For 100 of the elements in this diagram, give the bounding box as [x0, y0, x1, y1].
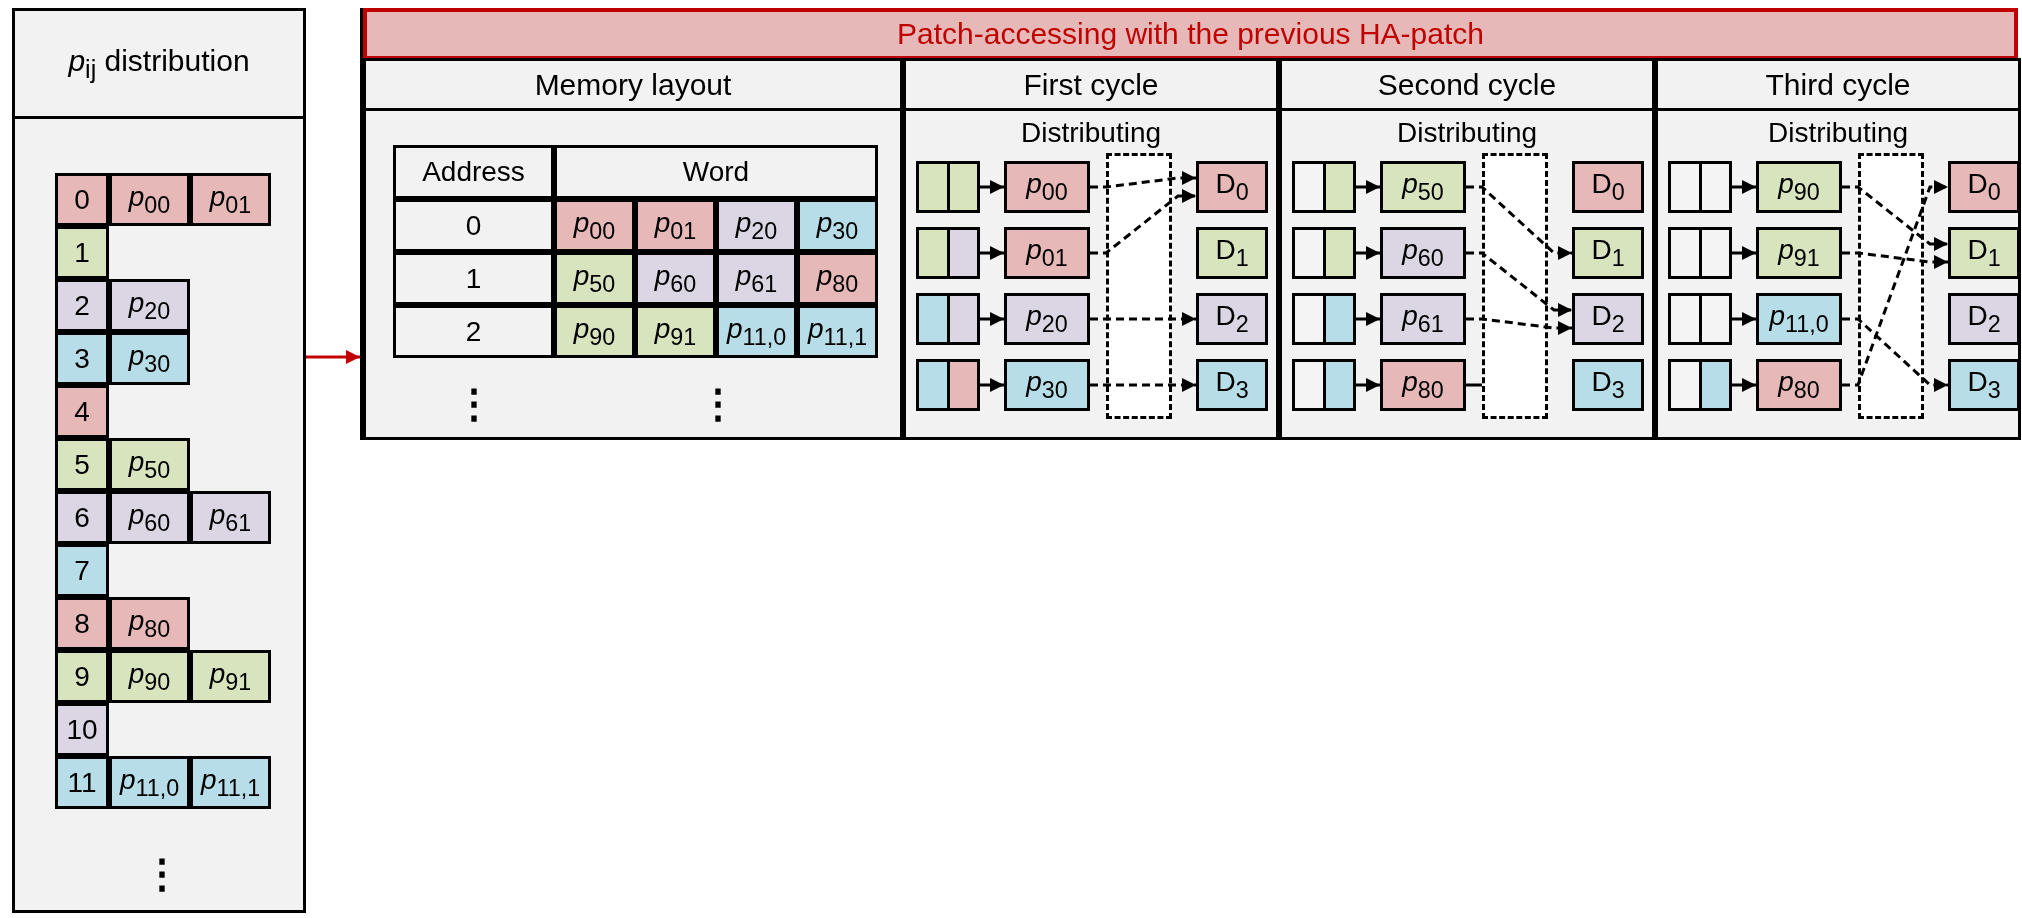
buffer-box — [1292, 359, 1356, 411]
table-cell: p$_{90}$ — [109, 650, 190, 703]
buffer-box — [1668, 161, 1732, 213]
arrow — [1356, 180, 1380, 194]
arrow — [1356, 246, 1380, 260]
arrow — [1466, 185, 1572, 260]
table-cell: p$_{01}$ — [635, 199, 716, 252]
table-cell: 6 — [55, 491, 109, 544]
buffer-box — [916, 293, 980, 345]
data-box: p$_{01}$ — [1004, 227, 1090, 279]
table-cell: p$_{90}$ — [554, 305, 635, 358]
destination-box: D$_{3}$ — [1572, 359, 1644, 411]
table-cell: 4 — [55, 385, 109, 438]
table-cell: p$_{01}$ — [190, 173, 271, 226]
buffer-box — [1292, 293, 1356, 345]
table-cell: p$_{60}$ — [635, 252, 716, 305]
column-header: Second cycle — [1282, 61, 1652, 111]
ellipsis: ⋮ — [697, 380, 739, 427]
table-cell: 8 — [55, 597, 109, 650]
arrow — [1842, 180, 1948, 387]
data-box: p$_{61}$ — [1380, 293, 1466, 345]
table-cell: 0 — [55, 173, 109, 226]
table-cell: p$_{30}$ — [109, 332, 190, 385]
group-frame — [360, 8, 2018, 440]
table-header: Address — [393, 145, 554, 199]
arrow — [1090, 189, 1196, 255]
section-label: Distributing — [1395, 116, 1539, 150]
destination-box: D$_{2}$ — [1196, 293, 1268, 345]
table-cell: p$_{00}$ — [109, 173, 190, 226]
table-cell: p$_{91}$ — [635, 305, 716, 358]
table-cell: p$_{11,0}$ — [716, 305, 797, 358]
arrow — [1356, 312, 1380, 326]
arrow — [1466, 317, 1572, 335]
arrow — [1842, 317, 1948, 392]
destination-box: D$_{1}$ — [1572, 227, 1644, 279]
destination-box: D$_{0}$ — [1572, 161, 1644, 213]
data-box: p$_{11,0}$ — [1756, 293, 1842, 345]
table-cell: p$_{00}$ — [554, 199, 635, 252]
destination-box: D$_{3}$ — [1948, 359, 2020, 411]
ellipsis: ⋮ — [141, 850, 183, 897]
table-cell: 1 — [55, 226, 109, 279]
data-box: p$_{30}$ — [1004, 359, 1090, 411]
ellipsis: ⋮ — [453, 380, 495, 427]
panel — [363, 58, 903, 440]
buffer-box — [1292, 227, 1356, 279]
destination-box: D$_{2}$ — [1572, 293, 1644, 345]
data-box: p$_{60}$ — [1380, 227, 1466, 279]
arrow — [1732, 180, 1756, 194]
arrow — [1732, 378, 1756, 392]
arrow — [1842, 251, 1948, 269]
data-box: p$_{80}$ — [1380, 359, 1466, 411]
table-cell: 3 — [55, 332, 109, 385]
table-cell: 7 — [55, 544, 109, 597]
data-box: p$_{90}$ — [1756, 161, 1842, 213]
table-cell: 11 — [55, 756, 109, 809]
table-cell: 2 — [55, 279, 109, 332]
table-header: Word — [554, 145, 878, 199]
panel — [1655, 58, 2021, 440]
column-header: First cycle — [906, 61, 1276, 111]
connector-line — [1466, 383, 1482, 387]
data-box: p$_{20}$ — [1004, 293, 1090, 345]
table-cell: p$_{61}$ — [716, 252, 797, 305]
data-box: p$_{91}$ — [1756, 227, 1842, 279]
table-cell: p$_{80}$ — [109, 597, 190, 650]
arrow — [1466, 251, 1572, 317]
destination-box: D$_{0}$ — [1948, 161, 2020, 213]
table-cell: p$_{11,1}$ — [190, 756, 271, 809]
section-label: Distributing — [1766, 116, 1910, 150]
table-cell: 2 — [393, 305, 554, 358]
destination-box: D$_{2}$ — [1948, 293, 2020, 345]
arrow — [1090, 312, 1196, 326]
table-cell: p$_{20}$ — [716, 199, 797, 252]
arrow — [980, 378, 1004, 392]
table-cell: p$_{30}$ — [797, 199, 878, 252]
table-cell: p$_{50}$ — [109, 438, 190, 491]
data-box: p$_{00}$ — [1004, 161, 1090, 213]
panel — [903, 58, 1279, 440]
buffer-box — [916, 227, 980, 279]
data-box: p$_{80}$ — [1756, 359, 1842, 411]
table-cell: p$_{60}$ — [109, 491, 190, 544]
table-cell: 0 — [393, 199, 554, 252]
arrow — [980, 180, 1004, 194]
buffer-box — [1668, 227, 1732, 279]
table-cell: p$_{80}$ — [797, 252, 878, 305]
destination-box: D$_{1}$ — [1948, 227, 2020, 279]
arrow — [1732, 312, 1756, 326]
panel — [12, 8, 306, 913]
table-cell: 1 — [393, 252, 554, 305]
arrow — [1356, 378, 1380, 392]
table-cell: p$_{11,0}$ — [109, 756, 190, 809]
arrow — [980, 312, 1004, 326]
arrow — [980, 246, 1004, 260]
data-box: p$_{50}$ — [1380, 161, 1466, 213]
destination-box: D$_{3}$ — [1196, 359, 1268, 411]
section-label: Distributing — [1019, 116, 1163, 150]
buffer-box — [916, 359, 980, 411]
destination-box: D$_{1}$ — [1196, 227, 1268, 279]
arrow — [306, 350, 360, 364]
arrow — [1090, 171, 1196, 189]
table-cell: 10 — [55, 703, 109, 756]
